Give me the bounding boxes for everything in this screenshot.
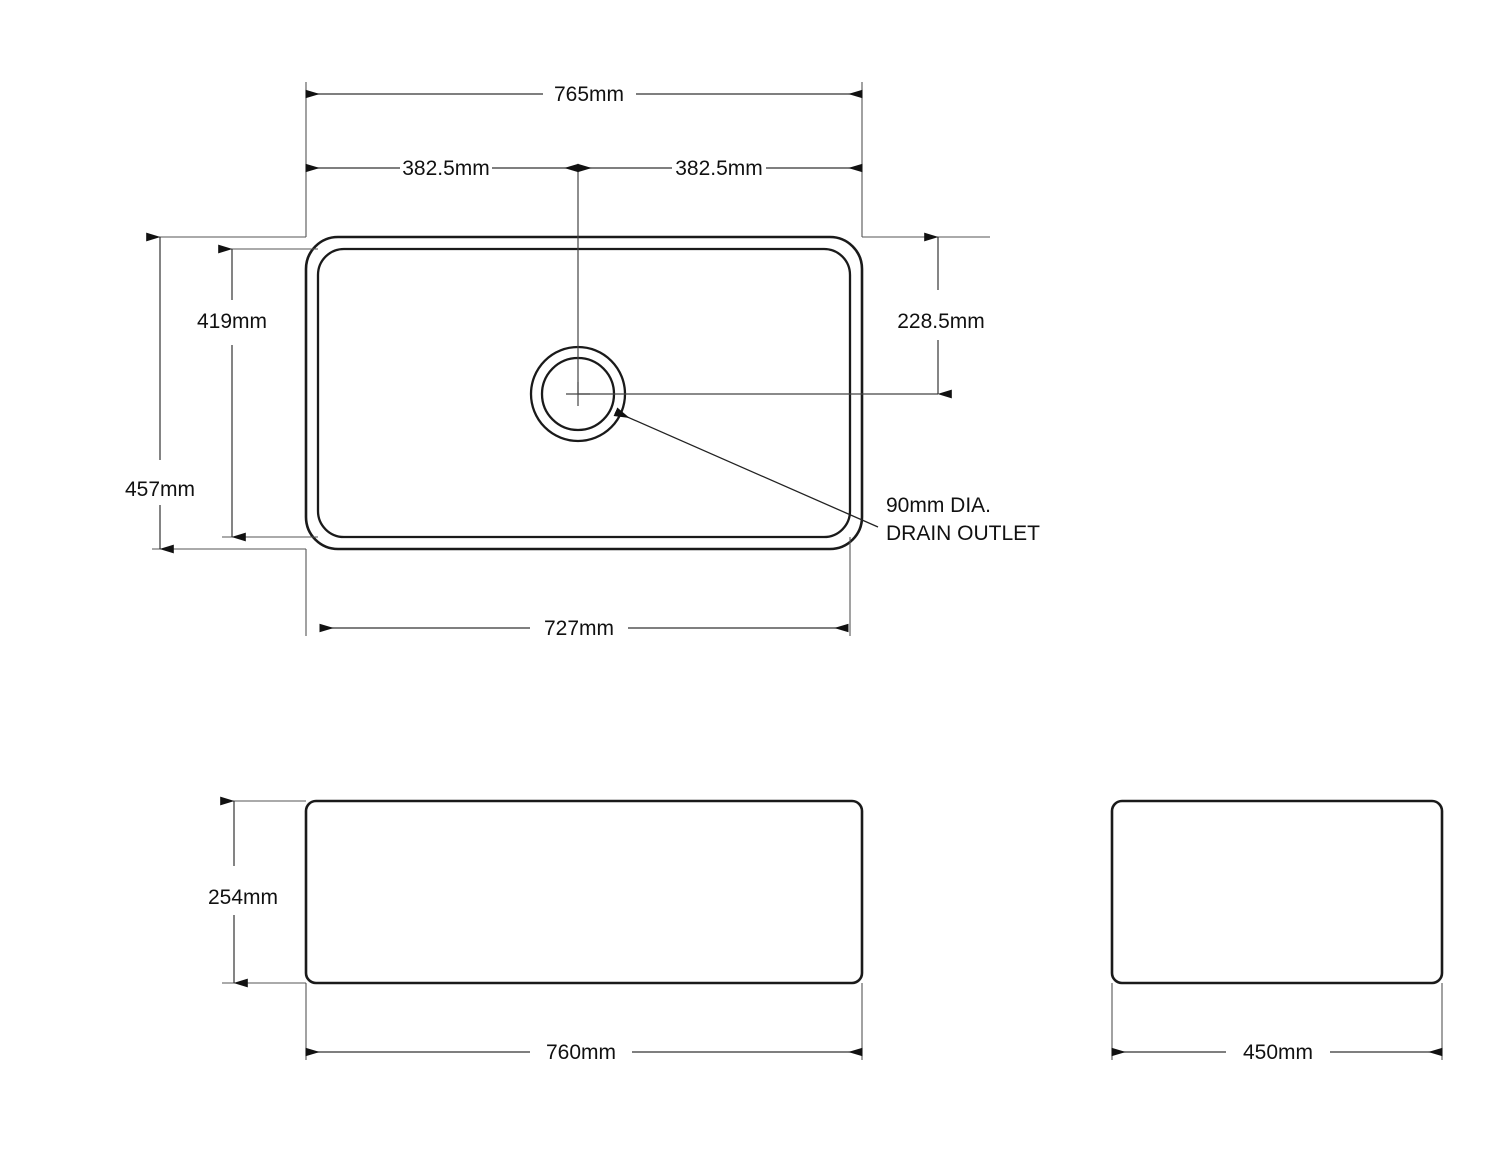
dim-label-inner-width: 727mm — [544, 617, 614, 640]
dim-label-inner-height: 419mm — [197, 310, 267, 333]
dimension-inner-width: 727mm — [319, 617, 849, 640]
dimension-overall-width: 765mm — [305, 83, 863, 106]
drain-callout-line-2: DRAIN OUTLET — [886, 522, 1040, 545]
dim-label-overall-width: 765mm — [554, 83, 624, 106]
side-view-outline — [1110, 799, 1444, 985]
dim-label-front-height: 254mm — [208, 886, 278, 909]
top-view: 765mm 382.5mm 382.5mm 419mm 457mm — [125, 82, 1040, 640]
front-view-outline — [304, 799, 864, 985]
dim-label-front-width: 760mm — [546, 1041, 616, 1064]
dimension-side-width: 450mm — [1111, 1041, 1443, 1064]
dimension-half-width-left: 382.5mm — [305, 157, 579, 180]
dimension-inner-height: 419mm — [197, 244, 267, 542]
dim-label-half-width-left: 382.5mm — [402, 157, 490, 180]
dim-label-drain-from-top: 228.5mm — [897, 310, 985, 333]
front-elevation-view: 254mm 760mm — [208, 796, 864, 1064]
dimension-overall-height: 457mm — [125, 232, 195, 554]
dimension-front-height: 254mm — [208, 796, 278, 988]
drain-callout-leader-line — [613, 407, 879, 528]
dim-label-overall-height: 457mm — [125, 478, 195, 501]
side-elevation-view: 450mm — [1110, 799, 1444, 1064]
top-view-inner-outline — [316, 247, 852, 539]
dim-label-half-width-right: 382.5mm — [675, 157, 763, 180]
dimension-half-width-right: 382.5mm — [577, 157, 863, 180]
dim-label-side-width: 450mm — [1243, 1041, 1313, 1064]
dimension-drain-from-top: 228.5mm — [897, 232, 985, 399]
dimension-front-width: 760mm — [305, 1041, 863, 1064]
drain-outlet-callout: 90mm DIA. DRAIN OUTLET — [613, 407, 1040, 545]
top-view-outer-outline — [304, 235, 864, 551]
drain-callout-line-1: 90mm DIA. — [886, 494, 991, 517]
